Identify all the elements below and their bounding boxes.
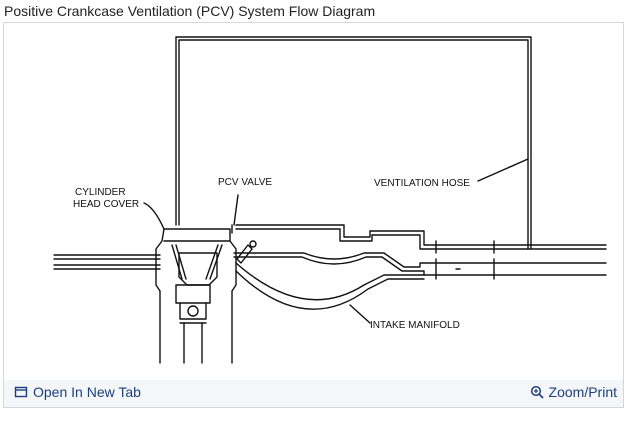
pcv-flow-diagram: CYLINDER HEAD COVER PCV VALVE VENTILATIO… [53,36,607,364]
label-intake-manifold: INTAKE MANIFOLD [370,320,460,331]
zoom-print-button[interactable]: Zoom/Print [530,384,617,400]
diagram-frame: CYLINDER HEAD COVER PCV VALVE VENTILATIO… [3,22,624,408]
magnifier-zoom-icon [530,385,544,399]
page-title: Positive Crankcase Ventilation (PCV) Sys… [4,3,376,19]
open-in-new-tab-icon [14,385,28,399]
upper-pipe [369,230,607,246]
label-ventilation-hose: VENTILATION HOSE [374,178,470,189]
open-in-new-tab-label: Open In New Tab [33,384,141,400]
ventilation-hose-line [175,36,532,250]
intake-manifold-runner [235,262,425,301]
cylinder-head [163,228,237,364]
pcv-valve-body [236,244,253,264]
label-pcv-valve: PCV VALVE [218,177,272,188]
label-cylinder-head-cover-2: HEAD COVER [73,199,139,210]
zoom-print-label: Zoom/Print [548,384,617,400]
open-in-new-tab-button[interactable]: Open In New Tab [14,384,141,400]
diagram-toolbar: Open In New Tab Zoom/Print [4,380,623,407]
label-cylinder-head-cover-1: CYLINDER [75,187,126,198]
